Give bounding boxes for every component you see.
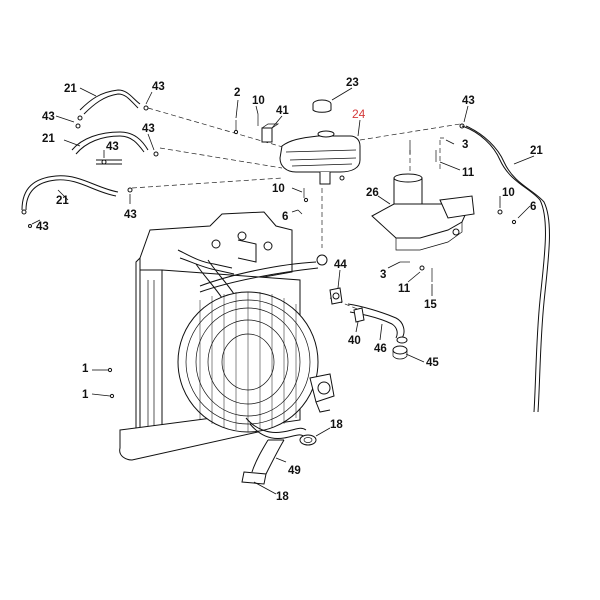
overflow-hose-upper	[77, 89, 141, 121]
callout-6-tank: 6	[282, 211, 288, 223]
cross-hose	[199, 254, 328, 293]
overflow-hose-middle	[71, 131, 149, 165]
callout-6-right: 6	[530, 201, 536, 213]
callout-43-lower-left: 43	[36, 221, 49, 233]
callout-44: 44	[334, 259, 347, 271]
callout-21-lower: 21	[56, 195, 69, 207]
fan-shroud	[177, 291, 319, 433]
tank-cap	[312, 99, 332, 113]
leader-lines	[31, 87, 535, 495]
callout-43-lower-center: 43	[124, 209, 137, 221]
callout-43-middle-center: 43	[106, 141, 119, 153]
callout-10-tank: 10	[272, 183, 285, 195]
callout-3-lower: 3	[380, 269, 386, 281]
hose-fitting-40	[353, 307, 365, 323]
callout-1-lower: 1	[82, 389, 89, 401]
callout-21-upper: 21	[64, 83, 77, 95]
tank-bracket-41	[261, 123, 280, 143]
bolts	[28, 105, 517, 399]
lower-radiator-hose	[241, 434, 317, 485]
callout-43-upper-right: 43	[152, 81, 165, 93]
expansion-tank	[279, 130, 361, 185]
callout-43-right: 43	[462, 95, 475, 107]
callout-23: 23	[346, 77, 359, 89]
alignment-lines	[131, 107, 461, 311]
long-overflow-hose	[461, 125, 550, 413]
hose-fitting-44	[329, 287, 343, 305]
callout-11-lower: 11	[398, 283, 411, 295]
overflow-hose-lower	[21, 175, 119, 215]
callout-24-highlighted: 24	[352, 107, 366, 121]
callout-10-right: 10	[502, 187, 515, 199]
callout-21-right: 21	[530, 145, 543, 157]
callout-21-middle: 21	[42, 133, 55, 145]
callout-1-upper: 1	[82, 363, 89, 375]
callout-15: 15	[424, 299, 437, 311]
pipe-clamp	[392, 345, 408, 360]
callout-43-middle-right: 43	[142, 123, 155, 135]
callout-45: 45	[426, 357, 439, 369]
callout-18-lower: 18	[276, 491, 289, 503]
callout-46: 46	[374, 343, 387, 355]
callout-10-top: 10	[252, 95, 265, 107]
lower-fittings	[245, 373, 335, 439]
callout-2: 2	[234, 87, 240, 99]
callout-11-upper: 11	[462, 167, 475, 179]
callout-49: 49	[288, 465, 301, 477]
callout-40: 40	[348, 335, 361, 347]
callout-43-upper-left: 43	[42, 111, 55, 123]
tank-support-bracket	[371, 173, 475, 251]
callout-26: 26	[366, 187, 379, 199]
callout-3-upper: 3	[462, 139, 468, 151]
callout-41: 41	[276, 105, 289, 117]
callouts: 21 43 43 21 43 43 21 43 43 2 10 41 23 24…	[36, 77, 543, 503]
callout-18-upper: 18	[330, 419, 343, 431]
